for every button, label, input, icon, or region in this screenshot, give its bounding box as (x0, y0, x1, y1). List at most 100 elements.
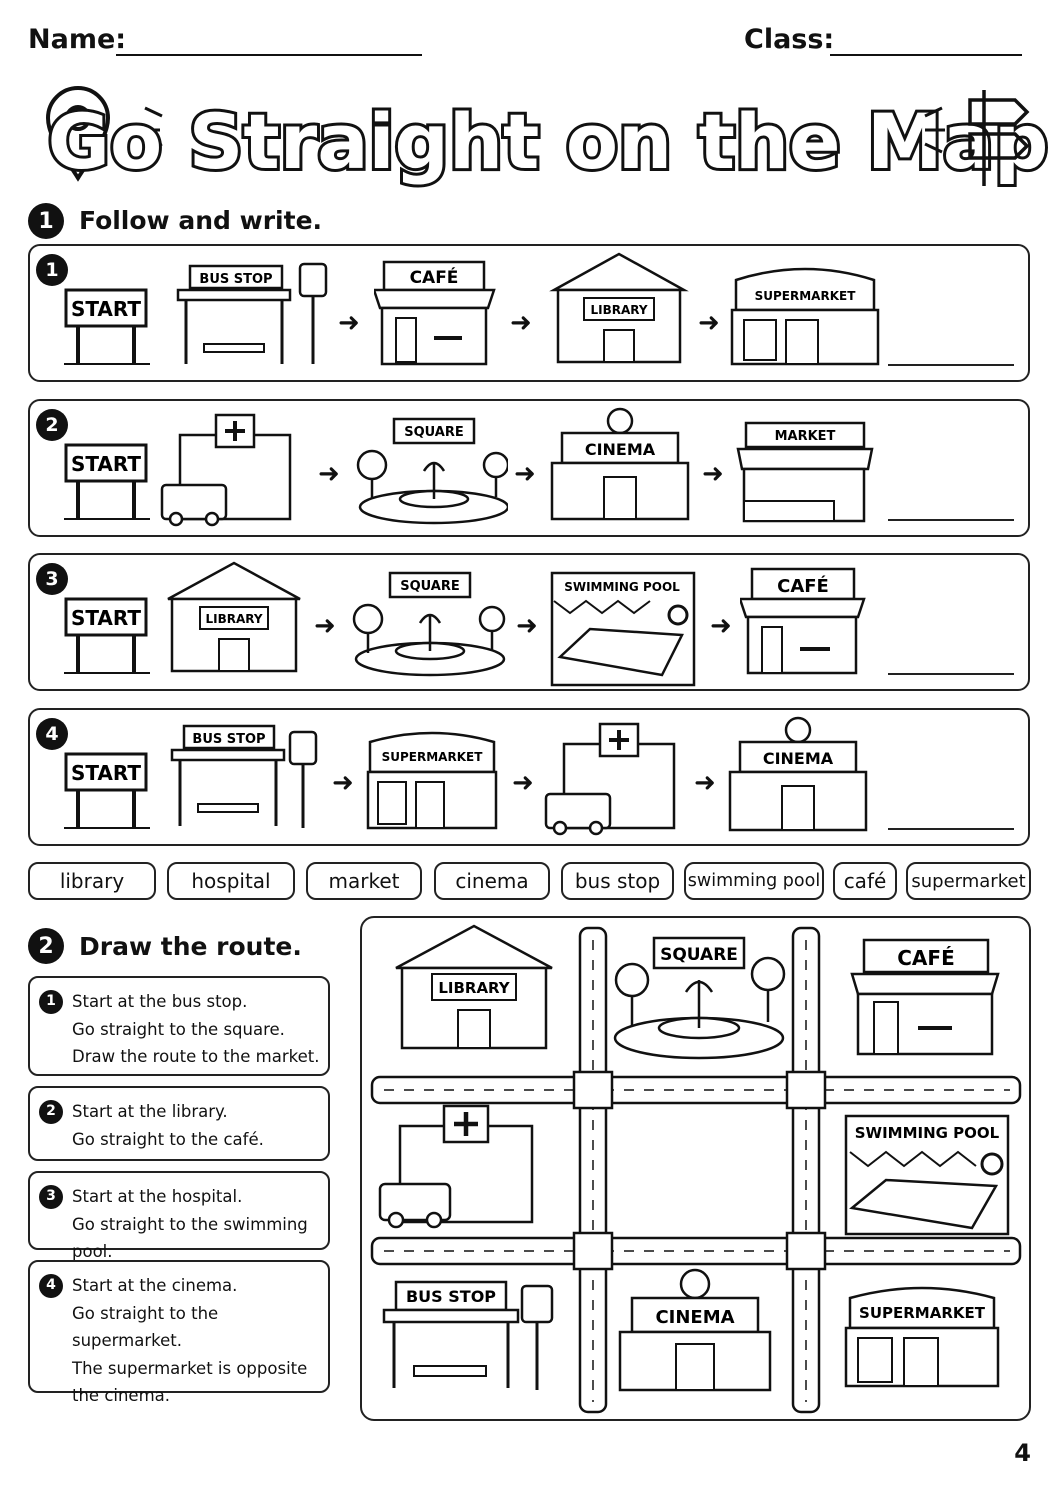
library-icon: LIBRARY (167, 561, 301, 673)
task-box-4: 4 Start at the cinema. Go straight to th… (28, 1260, 330, 1405)
arrow-right-icon: ➜ (332, 768, 354, 798)
exercise-row-1: 1 START BUS STOP ➜ CAFÉ ➜ LIBRARY ➜ SUPE… (28, 244, 1030, 382)
row-number: 3 (36, 563, 68, 595)
map-pin-icon (45, 86, 111, 182)
place-label: SQUARE (404, 425, 464, 440)
map-square[interactable]: SQUARE (613, 936, 786, 1060)
map-label: CINEMA (655, 1307, 734, 1328)
page-number: 4 (1014, 1439, 1031, 1467)
task-number: 1 (39, 990, 63, 1014)
cinema-icon: CINEMA (728, 716, 868, 832)
map-label: LIBRARY (438, 979, 510, 997)
word-bank-item: swimming pool (684, 862, 824, 900)
start-sign-icon: START (64, 443, 150, 520)
worksheet-title-banner: Go Straight on the Map (0, 80, 1055, 200)
bus-stop-icon: BUS STOP (176, 262, 328, 364)
task-box-2: 2 Start at the library. Go straight to t… (28, 1086, 330, 1161)
task-line: the cinema. (72, 1386, 171, 1405)
arrow-right-icon: ➜ (318, 459, 340, 489)
map-cafe[interactable]: CAFÉ (850, 938, 1000, 1056)
roads (370, 926, 1022, 1414)
hospital-icon (544, 722, 676, 836)
map-swimming-pool[interactable]: SWIMMING POOL (844, 1114, 1010, 1236)
place-label: CINEMA (585, 440, 656, 459)
start-label: START (71, 297, 141, 321)
arrow-right-icon: ➜ (698, 308, 720, 338)
task-line: Start at the bus stop. (72, 992, 248, 1011)
square-icon: SQUARE (356, 417, 508, 525)
answer-line[interactable] (888, 364, 1014, 366)
task-line: Go straight to the swimming pool. (72, 1214, 308, 1262)
burst-left-icon (140, 106, 163, 154)
start-sign-icon: START (64, 288, 150, 365)
word-bank-item: library (28, 862, 156, 900)
square-icon: SQUARE (352, 571, 506, 677)
place-label: SQUARE (400, 579, 460, 594)
start-sign-icon: START (64, 752, 150, 829)
start-label: START (71, 452, 141, 476)
task-line: Start at the cinema. (72, 1276, 238, 1295)
task-number: 4 (39, 1274, 63, 1298)
cafe-icon: CAFÉ (740, 567, 866, 675)
map-label: SQUARE (660, 945, 738, 965)
task-line: Go straight to the square. (72, 1019, 285, 1039)
word-bank-item: bus stop (561, 862, 674, 900)
bus-stop-icon: BUS STOP (170, 724, 318, 828)
answer-line[interactable] (888, 673, 1014, 675)
task-box-1: 1 Start at the bus stop. Go straight to … (28, 976, 330, 1076)
exercise-row-3: 3 START LIBRARY ➜ SQUARE ➜ SWIMMING POOL… (28, 553, 1030, 691)
map-canvas[interactable]: LIBRARY SQUARE CAFÉ (362, 918, 1029, 1419)
supermarket-icon: SUPERMARKET (366, 731, 498, 830)
task-line: Go straight to the supermarket. (72, 1303, 219, 1351)
arrow-right-icon: ➜ (710, 611, 732, 641)
place-label: LIBRARY (205, 612, 262, 626)
start-sign-icon: START (64, 597, 150, 674)
page-title: Go Straight on the Map (48, 97, 1049, 186)
row-number: 2 (36, 409, 68, 441)
row-number: 1 (36, 254, 68, 286)
task-number: 3 (39, 1185, 63, 1209)
arrow-right-icon: ➜ (516, 611, 538, 641)
arrow-right-icon: ➜ (514, 459, 536, 489)
place-label: SUPERMARKET (382, 750, 484, 764)
section-1-number: 1 (28, 203, 64, 239)
map-library[interactable]: LIBRARY (395, 924, 553, 1050)
section-2-number: 2 (28, 928, 64, 964)
task-number: 2 (39, 1100, 63, 1124)
signpost-icon (968, 90, 1030, 186)
place-label: MARKET (775, 429, 836, 444)
place-label: CINEMA (763, 749, 834, 768)
class-label: Class: (744, 24, 835, 55)
map-cinema[interactable]: CINEMA (618, 1268, 772, 1392)
answer-line[interactable] (888, 828, 1014, 830)
place-label: CAFÉ (410, 266, 459, 288)
name-label: Name: (28, 24, 127, 55)
arrow-right-icon: ➜ (510, 308, 532, 338)
section-1-heading: Follow and write. (79, 206, 323, 235)
word-bank-item: cinema (434, 862, 550, 900)
word-bank-item: market (306, 862, 422, 900)
place-label: SUPERMARKET (755, 289, 857, 303)
class-field[interactable] (830, 54, 1022, 56)
word-bank-item: supermarket (906, 862, 1031, 900)
swimming-pool-icon: SWIMMING POOL (550, 571, 696, 687)
supermarket-icon: SUPERMARKET (730, 267, 880, 366)
route-map: LIBRARY SQUARE CAFÉ (360, 916, 1031, 1421)
map-supermarket[interactable]: SUPERMARKET (844, 1286, 1000, 1388)
task-line: Go straight to the café. (72, 1129, 264, 1149)
map-hospital[interactable] (378, 1104, 534, 1229)
map-label: CAFÉ (897, 946, 954, 970)
exercise-row-4: 4 START BUS STOP ➜ SUPERMARKET ➜ ➜ CINEM… (28, 708, 1030, 846)
map-label: BUS STOP (406, 1287, 496, 1306)
answer-line[interactable] (888, 519, 1014, 521)
map-label: SUPERMARKET (859, 1304, 986, 1322)
name-field[interactable] (116, 54, 422, 56)
market-icon: MARKET (736, 421, 874, 523)
arrow-right-icon: ➜ (694, 768, 716, 798)
place-label: SWIMMING POOL (564, 580, 680, 594)
cinema-icon: CINEMA (550, 407, 690, 521)
burst-right-icon (924, 106, 945, 154)
map-bus-stop[interactable]: BUS STOP (382, 1280, 554, 1390)
row-number: 4 (36, 718, 68, 750)
word-bank-item: café (833, 862, 897, 900)
